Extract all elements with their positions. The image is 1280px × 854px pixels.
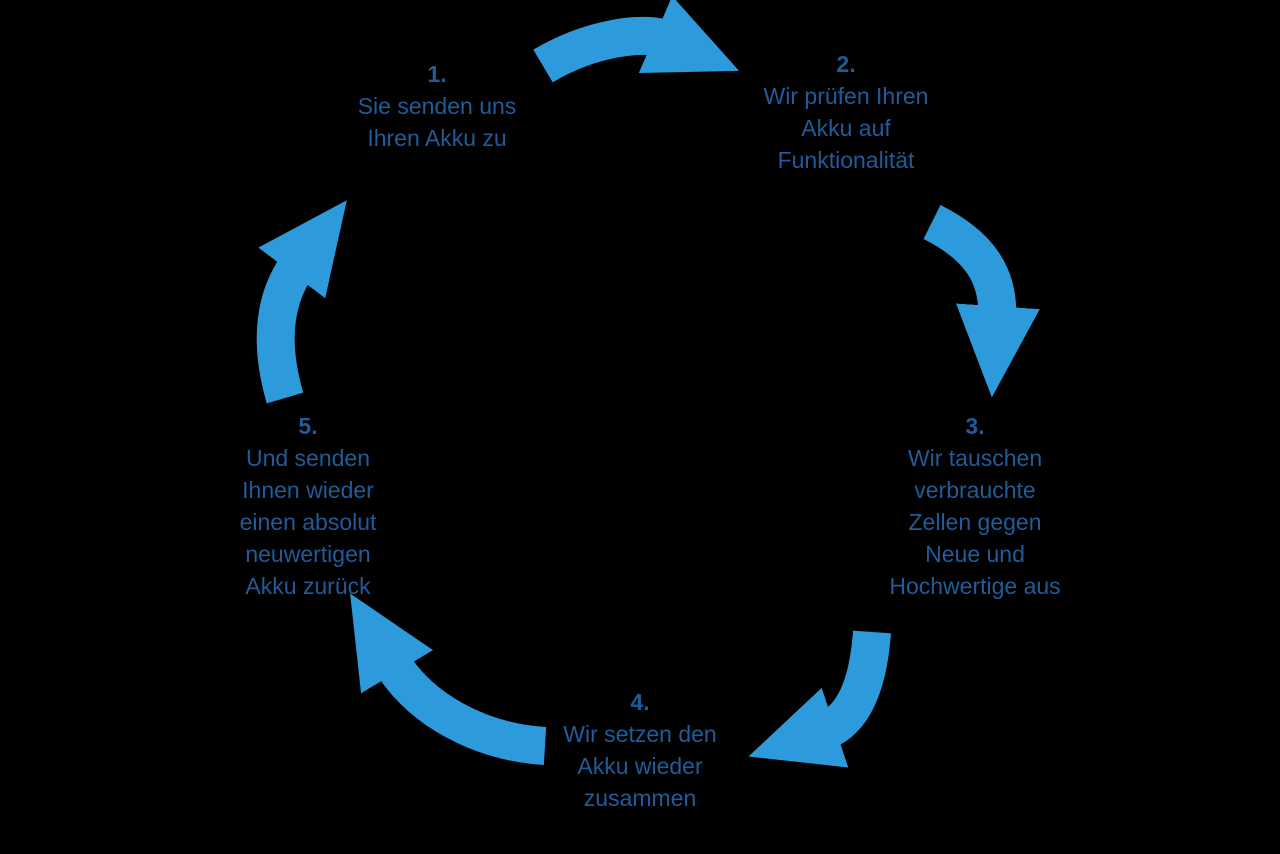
arrow-step3-to-step4-icon	[748, 630, 891, 768]
step-2: 2. Wir prüfen Ihren Akku auf Funktionali…	[764, 48, 929, 176]
step-5: 5. Und senden Ihnen wieder einen absolut…	[240, 410, 377, 602]
step-2-line: Wir prüfen Ihren	[763, 83, 929, 109]
step-3-line: Zellen gegen	[908, 509, 1042, 535]
arrow-step4-to-step5-icon	[350, 593, 547, 765]
step-5-number: 5.	[298, 413, 318, 439]
arrow-step5-to-step1-icon	[256, 200, 347, 404]
step-4-line: zusammen	[583, 785, 697, 811]
step-2-number: 2.	[836, 51, 856, 77]
step-3-line: Hochwertige aus	[889, 573, 1061, 599]
step-2-line: Akku auf	[801, 115, 891, 141]
step-5-line: einen absolut	[239, 509, 377, 535]
arrow-step1-to-step2-icon	[533, 0, 740, 83]
step-3-number: 3.	[965, 413, 985, 439]
step-1-line: Sie senden uns	[357, 93, 517, 119]
step-4-line: Akku wieder	[577, 753, 703, 779]
step-4-line: Wir setzen den	[563, 721, 717, 747]
step-1-number: 1.	[427, 61, 447, 87]
step-2-line: Funktionalität	[777, 147, 915, 173]
step-3-line: Neue und	[925, 541, 1025, 567]
step-1-line: Ihren Akku zu	[367, 125, 507, 151]
step-1: 1. Sie senden uns Ihren Akku zu	[358, 58, 517, 154]
step-5-line: neuwertigen	[245, 541, 371, 567]
step-3-line: verbrauchte	[914, 477, 1036, 503]
step-5-line: Ihnen wieder	[242, 477, 374, 503]
step-5-line: Und senden	[245, 445, 371, 471]
step-5-line: Akku zurück	[245, 573, 371, 599]
step-4: 4. Wir setzen den Akku wieder zusammen	[563, 686, 716, 814]
arrow-step2-to-step3-icon	[923, 205, 1040, 398]
step-4-number: 4.	[630, 689, 650, 715]
step-3-line: Wir tauschen	[907, 445, 1043, 471]
step-3: 3. Wir tauschen verbrauchte Zellen gegen…	[889, 410, 1060, 602]
